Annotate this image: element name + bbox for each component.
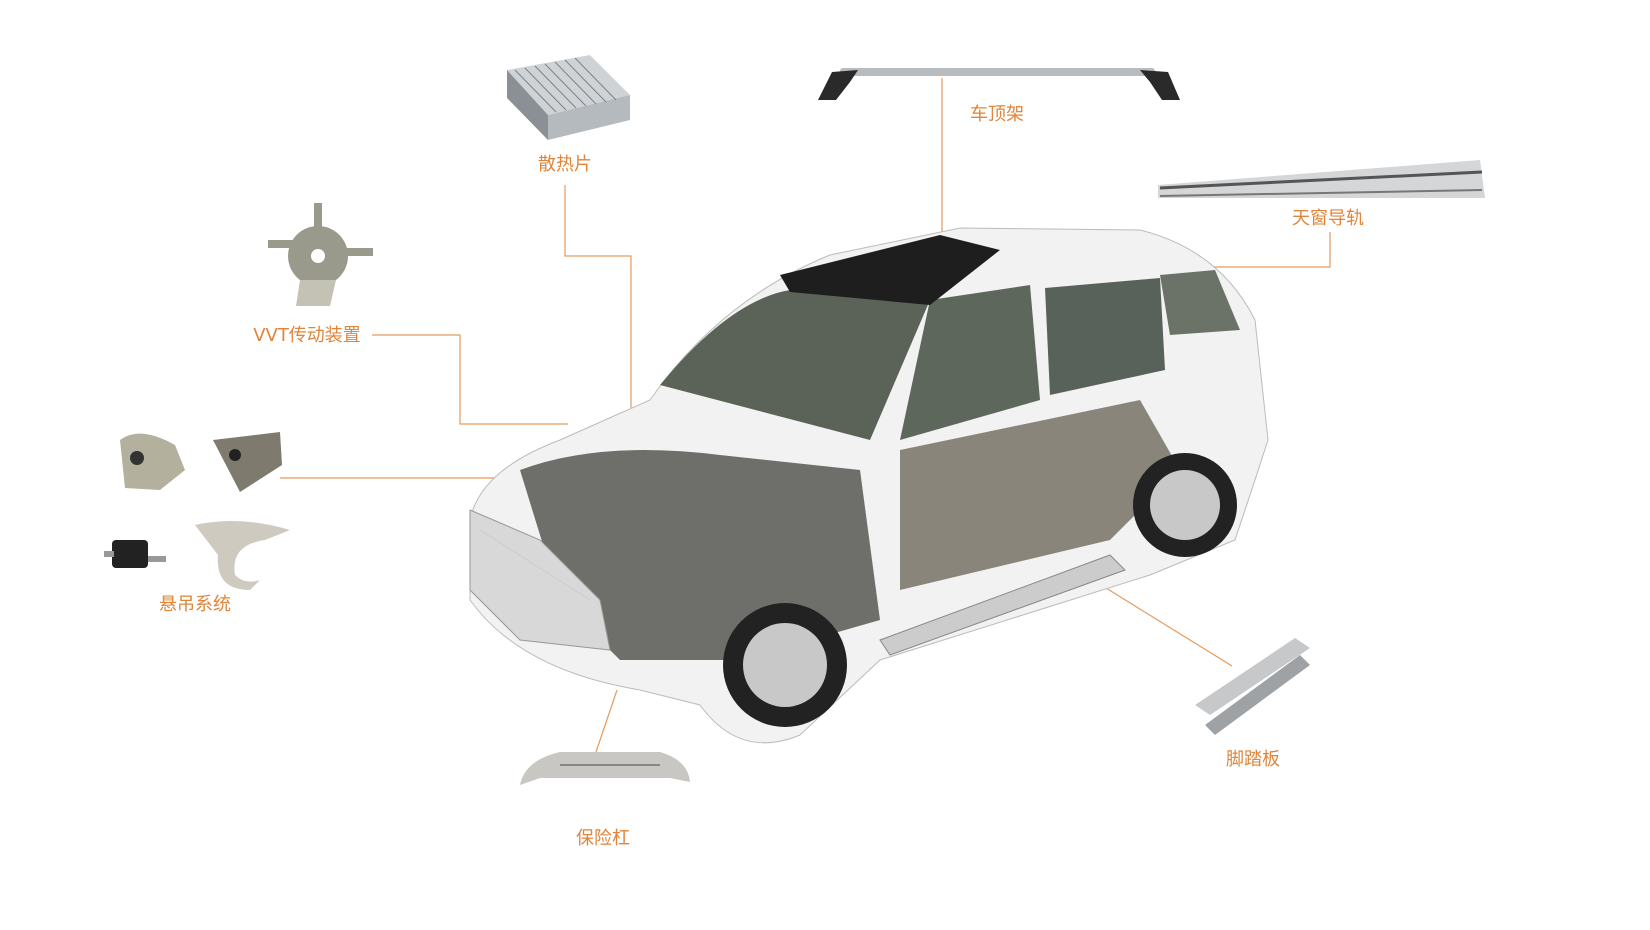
- label-running-board: 脚踏板: [1226, 749, 1280, 770]
- sunroof-rail-leader: [1190, 232, 1331, 268]
- bumper-image: [520, 752, 690, 785]
- suspension-parts-image: [104, 432, 290, 590]
- label-vvt: VVT传动装置: [253, 325, 361, 346]
- label-suspension: 悬吊系统: [159, 594, 231, 615]
- sunroof-rail-image: [1158, 160, 1485, 198]
- roof-rack-image: [818, 68, 1180, 100]
- leader-lines: [280, 78, 1331, 753]
- bumper-leader: [595, 689, 618, 753]
- vvt-part-image: [268, 203, 373, 306]
- label-sunroof-rail: 天窗导轨: [1292, 208, 1364, 229]
- label-bumper: 保险杠: [576, 828, 630, 849]
- label-roof-rack: 车顶架: [970, 104, 1024, 125]
- suv-cutaway-image: [469, 227, 1269, 744]
- heatsink-image: [507, 55, 630, 140]
- running-board-leader: [1084, 574, 1233, 667]
- label-heatsink: 散热片: [538, 154, 592, 175]
- heatsink-leader: [564, 185, 632, 420]
- vvt-leader: [372, 334, 568, 425]
- running-board-image: [1195, 638, 1310, 735]
